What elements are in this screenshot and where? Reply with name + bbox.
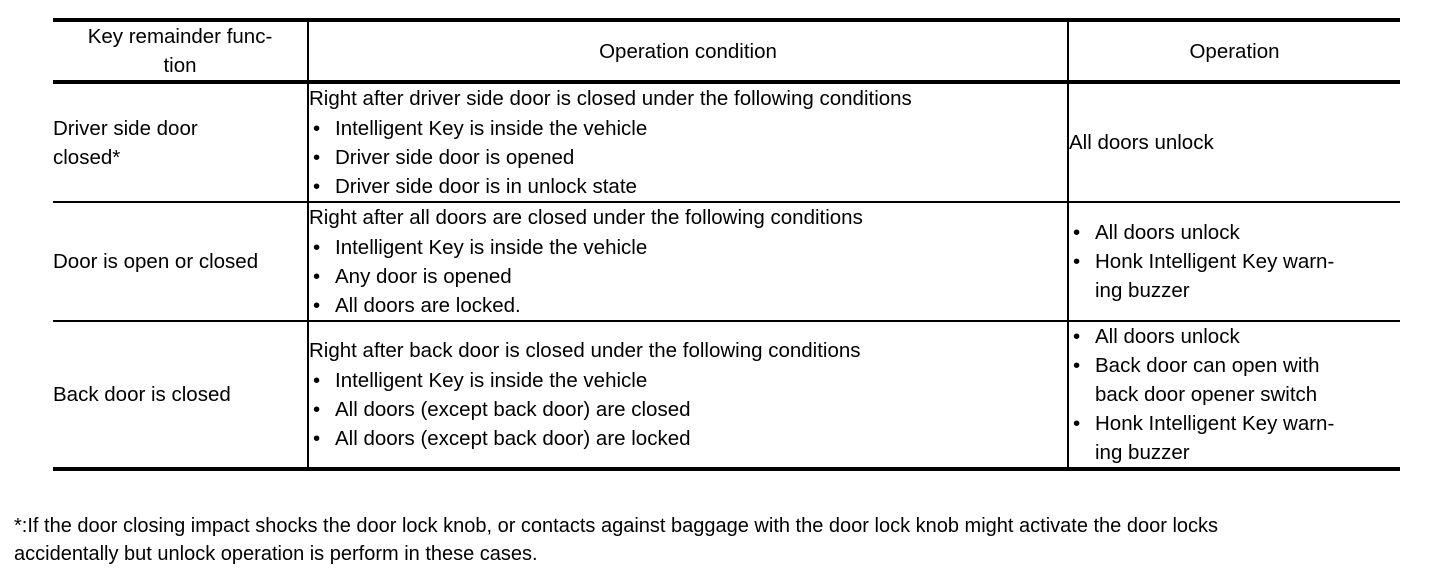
column-header-line: Key remainder func- xyxy=(87,25,273,48)
bullet-dot-icon: • xyxy=(313,146,321,169)
bullet-dot-icon: • xyxy=(1073,221,1081,244)
list-item: • Back door can open with back door open… xyxy=(1069,351,1400,409)
bullet-dot-icon: • xyxy=(1073,354,1081,377)
bullet-dot-icon: • xyxy=(313,236,321,259)
list-item-label: Intelligent Key is inside the vehicle xyxy=(335,369,648,392)
list-item-label: Driver side door is in unlock state xyxy=(335,175,637,198)
footnote-line: *:If the door closing impact shocks the … xyxy=(14,515,1219,537)
list-item-label: Honk Intelligent Key warn- xyxy=(1095,250,1335,273)
row-function-line: Driver side door xyxy=(53,116,198,140)
list-item: • All doors are locked. xyxy=(309,291,1067,320)
row-operation-cell: All doors unlock xyxy=(1068,82,1400,202)
column-header-line: Operation xyxy=(1189,39,1280,63)
bullet-dot-icon: • xyxy=(313,175,321,198)
bullet-dot-icon: • xyxy=(313,265,321,288)
condition-lead-text: Right after driver side door is closed u… xyxy=(309,87,912,110)
bullet-dot-icon: • xyxy=(313,398,321,421)
column-header-line: Operation condition xyxy=(599,39,777,63)
list-item-label-cont: back door opener switch xyxy=(1095,383,1318,406)
key-remainder-function-table-wrapper: Key remainder func- tion Operation condi… xyxy=(53,18,1400,471)
list-item: • Intelligent Key is inside the vehicle xyxy=(309,114,1067,143)
list-item-label-cont: ing buzzer xyxy=(1095,279,1190,302)
column-header-line: tion xyxy=(163,54,197,77)
list-item: • Honk Intelligent Key warn- ing buzzer xyxy=(1069,247,1400,305)
list-item-label: All doors unlock xyxy=(1095,221,1240,244)
bullet-dot-icon: • xyxy=(1073,412,1081,435)
list-item-label: All doors (except back door) are closed xyxy=(335,398,691,421)
condition-lead-text: Right after all doors are closed under t… xyxy=(309,206,863,229)
footnote-line: accidentally but unlock operation is per… xyxy=(14,543,538,565)
list-item-label: All doors are locked. xyxy=(335,294,521,317)
list-item-label: All doors unlock xyxy=(1095,325,1240,348)
list-item: • Intelligent Key is inside the vehicle xyxy=(309,366,1067,395)
table-header-row: Key remainder func- tion Operation condi… xyxy=(53,18,1400,84)
table-row: Door is open or closed Right after all d… xyxy=(53,201,1400,321)
list-item: • All doors (except back door) are locke… xyxy=(309,424,1067,453)
list-item-label: Intelligent Key is inside the vehicle xyxy=(335,236,648,259)
operation-bullet-list: • All doors unlock • Honk Intelligent Ke… xyxy=(1069,218,1400,305)
row-function-line: Back door is closed xyxy=(53,383,231,406)
row-function-cell: Door is open or closed xyxy=(53,201,309,321)
list-item: • All doors (except back door) are close… xyxy=(309,395,1067,424)
row-condition-cell: Right after back door is closed under th… xyxy=(308,320,1069,471)
row-condition-cell: Right after all doors are closed under t… xyxy=(308,201,1069,321)
list-item-label-cont: ing buzzer xyxy=(1095,441,1190,464)
condition-bullet-list: • Intelligent Key is inside the vehicle … xyxy=(309,233,1067,320)
row-function-line: Door is open or closed xyxy=(53,250,259,273)
list-item: • Intelligent Key is inside the vehicle xyxy=(309,233,1067,262)
row-operation-cell: • All doors unlock • Honk Intelligent Ke… xyxy=(1068,201,1400,321)
list-item-label: Back door can open with xyxy=(1095,354,1320,377)
list-item: • Honk Intelligent Key warn- ing buzzer xyxy=(1069,409,1400,467)
list-item: • All doors unlock xyxy=(1069,322,1400,351)
list-item: • Any door is opened xyxy=(309,262,1067,291)
list-item: • All doors unlock xyxy=(1069,218,1400,247)
bullet-dot-icon: • xyxy=(1073,250,1081,273)
condition-lead-text: Right after back door is closed under th… xyxy=(309,339,861,362)
condition-bullet-list: • Intelligent Key is inside the vehicle … xyxy=(309,366,1067,453)
condition-bullet-list: • Intelligent Key is inside the vehicle … xyxy=(309,114,1067,201)
list-item-label: All doors (except back door) are locked xyxy=(335,427,691,450)
operation-text: All doors unlock xyxy=(1069,130,1214,154)
list-item-label: Intelligent Key is inside the vehicle xyxy=(335,117,648,140)
column-header-operation: Operation xyxy=(1068,18,1400,84)
list-item: • Driver side door is in unlock state xyxy=(309,172,1067,201)
list-item-label: Honk Intelligent Key warn- xyxy=(1095,412,1335,435)
row-function-cell: Driver side door closed* xyxy=(53,82,309,202)
key-remainder-function-table: Key remainder func- tion Operation condi… xyxy=(53,18,1400,471)
column-header-key-remainder-function: Key remainder func- tion xyxy=(53,18,309,84)
row-operation-cell: • All doors unlock • Back door can open … xyxy=(1068,320,1400,471)
bullet-dot-icon: • xyxy=(313,117,321,140)
table-row: Back door is closed Right after back doo… xyxy=(53,320,1400,471)
table-row: Driver side door closed* Right after dri… xyxy=(53,82,1400,202)
row-function-cell: Back door is closed xyxy=(53,320,309,471)
operation-bullet-list: • All doors unlock • Back door can open … xyxy=(1069,322,1400,467)
list-item-label: Any door is opened xyxy=(335,265,512,288)
table-footnote: *:If the door closing impact shocks the … xyxy=(14,512,1444,568)
list-item: • Driver side door is opened xyxy=(309,143,1067,172)
bullet-dot-icon: • xyxy=(1073,325,1081,348)
column-header-operation-condition: Operation condition xyxy=(308,18,1069,84)
bullet-dot-icon: • xyxy=(313,369,321,392)
row-function-line: closed* xyxy=(53,145,121,169)
bullet-dot-icon: • xyxy=(313,294,321,317)
row-condition-cell: Right after driver side door is closed u… xyxy=(308,82,1069,202)
list-item-label: Driver side door is opened xyxy=(335,146,575,169)
bullet-dot-icon: • xyxy=(313,427,321,450)
